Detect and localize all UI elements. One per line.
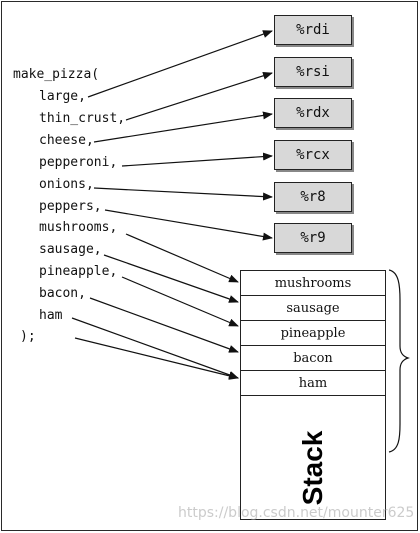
- register-r9: %r9: [274, 223, 352, 253]
- stack-label: Stack: [297, 430, 328, 506]
- arg-pepperoni: pepperoni,: [39, 155, 118, 170]
- stack-slot-mushrooms: mushrooms: [241, 271, 385, 296]
- arg-thin-crust: thin_crust,: [39, 111, 126, 126]
- arg-sausage: sausage,: [39, 242, 102, 257]
- register-label: %rdx: [296, 105, 330, 121]
- stack-slot-pineapple: pineapple: [241, 321, 385, 346]
- watermark: https://blog.csdn.net/mounter625: [178, 505, 415, 521]
- register-label: %rdi: [296, 22, 330, 38]
- arg-pineapple: pineapple,: [39, 264, 118, 279]
- register-label: %rsi: [296, 64, 330, 80]
- register-rdx: %rdx: [274, 98, 352, 128]
- arg-mushrooms: mushrooms,: [39, 220, 118, 235]
- arg-bacon: bacon,: [39, 286, 86, 301]
- arg-cheese: cheese,: [39, 133, 94, 148]
- register-r8: %r8: [274, 182, 352, 212]
- register-rdi: %rdi: [274, 15, 352, 45]
- stack-box: mushrooms sausage pineapple bacon ham: [240, 270, 386, 520]
- arg-onions: onions,: [39, 177, 94, 192]
- register-rsi: %rsi: [274, 57, 352, 87]
- register-label: %rcx: [296, 147, 330, 163]
- stack-slot-ham: ham: [241, 371, 385, 396]
- arg-ham: ham: [39, 308, 63, 323]
- arg-peppers: peppers,: [39, 199, 102, 214]
- arg-large: large,: [39, 89, 86, 104]
- function-name: make_pizza(: [13, 67, 100, 82]
- function-close: );: [20, 329, 36, 344]
- register-label: %r8: [300, 189, 326, 205]
- register-label: %r9: [300, 230, 326, 246]
- stack-slot-bacon: bacon: [241, 346, 385, 371]
- register-rcx: %rcx: [274, 140, 352, 170]
- stack-slot-sausage: sausage: [241, 296, 385, 321]
